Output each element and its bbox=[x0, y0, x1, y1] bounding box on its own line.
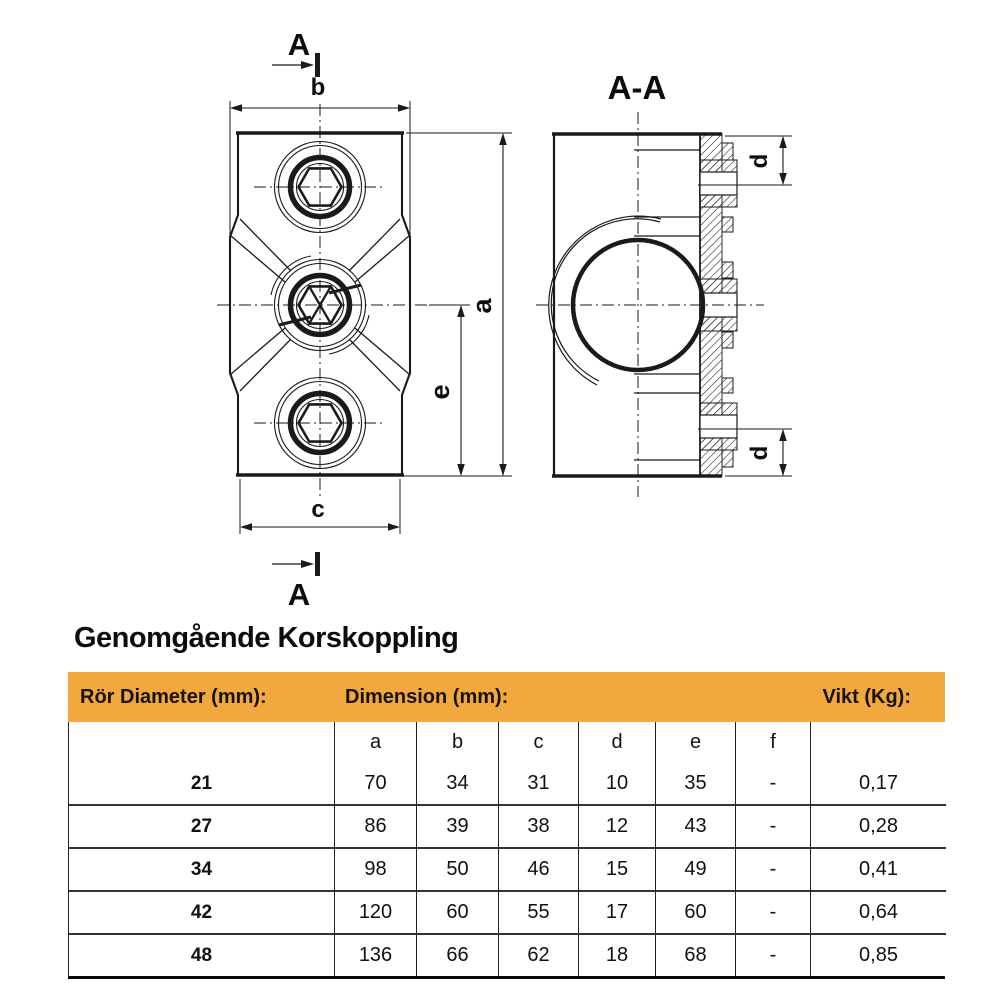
cell-b: 50 bbox=[416, 847, 498, 890]
cell-weight: 0,28 bbox=[810, 804, 946, 847]
front-view-drawing: b c a e bbox=[217, 27, 512, 612]
chamfer-diagonals bbox=[230, 218, 410, 392]
cell-c: 55 bbox=[498, 890, 578, 933]
section-view-drawing: A-A bbox=[536, 69, 792, 497]
dim-label-a: a bbox=[467, 298, 497, 314]
cell-b: 39 bbox=[416, 804, 498, 847]
cell-weight: 0,85 bbox=[810, 933, 946, 976]
row-diameter: 34 bbox=[69, 847, 334, 890]
cell-d: 10 bbox=[578, 763, 655, 804]
cell-a: 120 bbox=[334, 890, 416, 933]
cell-d: 12 bbox=[578, 804, 655, 847]
cell-c: 38 bbox=[498, 804, 578, 847]
cell-d: 17 bbox=[578, 890, 655, 933]
cell-f: - bbox=[735, 763, 810, 804]
bore-edge-lines bbox=[634, 149, 700, 461]
section-label-a-top: A bbox=[288, 27, 310, 62]
cell-a: 98 bbox=[334, 847, 416, 890]
cell-weight: 0,17 bbox=[810, 763, 946, 804]
cell-b: 60 bbox=[416, 890, 498, 933]
dim-label-b: b bbox=[311, 74, 326, 101]
header-diameter: Rör Diameter (mm): bbox=[80, 685, 267, 708]
row-diameter: 21 bbox=[69, 763, 334, 804]
cell-b: 66 bbox=[416, 933, 498, 976]
cell-a: 136 bbox=[334, 933, 416, 976]
cell-e: 49 bbox=[655, 847, 735, 890]
cell-e: 68 bbox=[655, 933, 735, 976]
subheader-blank bbox=[69, 722, 334, 763]
row-diameter: 27 bbox=[69, 804, 334, 847]
dimension-a: a bbox=[404, 132, 512, 477]
section-marker-top: A bbox=[272, 27, 320, 77]
cell-f: - bbox=[735, 933, 810, 976]
dimension-d-bottom: d bbox=[698, 428, 792, 477]
cell-d: 18 bbox=[578, 933, 655, 976]
section-marker-bottom: A bbox=[272, 552, 320, 612]
row-diameter: 42 bbox=[69, 890, 334, 933]
cell-c: 46 bbox=[498, 847, 578, 890]
col-header-weight-blank bbox=[810, 722, 946, 763]
dim-label-e: e bbox=[425, 384, 455, 399]
col-header-c: c bbox=[498, 722, 578, 763]
cell-d: 15 bbox=[578, 847, 655, 890]
dimension-d-top: d bbox=[698, 135, 792, 186]
cell-b: 34 bbox=[416, 763, 498, 804]
dimension-c: c bbox=[239, 479, 401, 534]
cell-e: 43 bbox=[655, 804, 735, 847]
col-header-d: d bbox=[578, 722, 655, 763]
cell-a: 86 bbox=[334, 804, 416, 847]
cell-a: 70 bbox=[334, 763, 416, 804]
cell-f: - bbox=[735, 890, 810, 933]
dim-label-c: c bbox=[311, 496, 324, 523]
table-grid: a b c d e f 21 70 34 31 10 35 - 0,17 27 … bbox=[68, 722, 946, 979]
dim-label-d-top: d bbox=[746, 154, 773, 169]
page-title: Genomgående Korskoppling bbox=[74, 622, 459, 654]
cell-f: - bbox=[735, 847, 810, 890]
header-weight: Vikt (Kg): bbox=[822, 685, 911, 708]
col-header-e: e bbox=[655, 722, 735, 763]
cell-c: 62 bbox=[498, 933, 578, 976]
cell-f: - bbox=[735, 804, 810, 847]
cell-c: 31 bbox=[498, 763, 578, 804]
dimension-e: e bbox=[425, 304, 470, 476]
section-view-title: A-A bbox=[608, 69, 667, 106]
technical-drawing: b c a e bbox=[217, 27, 792, 612]
cell-e: 35 bbox=[655, 763, 735, 804]
spec-table: Rör Diameter (mm): Dimension (mm): Vikt … bbox=[68, 672, 946, 979]
header-dimension: Dimension (mm): bbox=[345, 685, 509, 708]
dimension-b: b bbox=[229, 74, 411, 236]
col-header-a: a bbox=[334, 722, 416, 763]
cell-weight: 0,64 bbox=[810, 890, 946, 933]
cell-e: 60 bbox=[655, 890, 735, 933]
dim-label-d-bottom: d bbox=[746, 446, 773, 461]
section-label-a-bottom: A bbox=[288, 577, 310, 612]
cell-weight: 0,41 bbox=[810, 847, 946, 890]
col-header-f: f bbox=[735, 722, 810, 763]
col-header-b: b bbox=[416, 722, 498, 763]
table-header-band: Rör Diameter (mm): Dimension (mm): Vikt … bbox=[68, 672, 945, 722]
row-diameter: 48 bbox=[69, 933, 334, 976]
